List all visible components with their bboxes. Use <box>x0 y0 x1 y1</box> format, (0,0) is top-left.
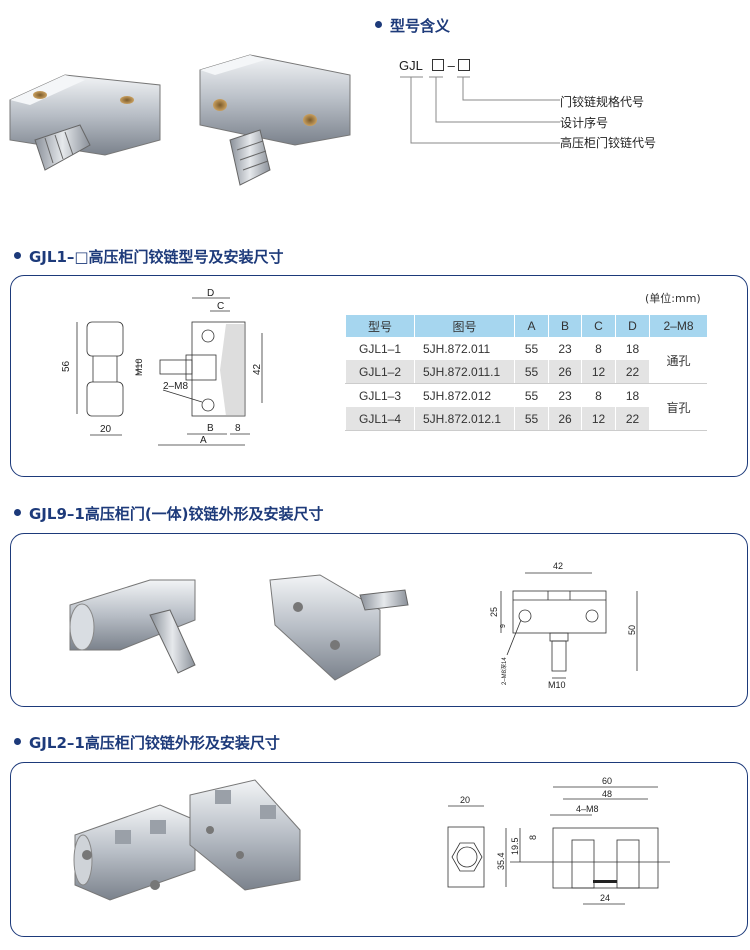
dim-8: 8 <box>235 423 241 434</box>
cell: 12 <box>581 360 616 384</box>
dim-9: 9 <box>500 624 507 628</box>
gjl1-drawing: 56 20 D C M10 2–M8 42 B 8 A <box>61 288 263 446</box>
col-model: 型号 <box>345 315 415 337</box>
section2-box <box>10 533 748 707</box>
cell: 55 <box>514 383 549 407</box>
cell: GJL1–3 <box>345 383 415 407</box>
section1-title: GJL1–□高压柜门铰链型号及安装尺寸 <box>14 246 284 267</box>
cell: 12 <box>581 407 616 431</box>
bullet-icon <box>14 509 21 516</box>
title-text: GJL2–1高压柜门铰链外形及安装尺寸 <box>29 734 280 752</box>
hinge-photo-top <box>9 54 351 186</box>
dim-d: D <box>207 288 214 299</box>
dim-50: 50 <box>627 625 637 635</box>
dim-24: 24 <box>600 893 610 903</box>
cell: 5JH.872.012 <box>414 383 515 407</box>
model-code-leader-lines <box>400 76 560 144</box>
cell: 55 <box>514 360 549 384</box>
cell: GJL1–1 <box>345 337 415 360</box>
label-design-seq: 设计序号 <box>560 116 609 130</box>
dim-m10: M10 <box>548 680 566 690</box>
dim-42: 42 <box>252 363 263 375</box>
cell: 8 <box>581 383 616 407</box>
code-prefix: GJL <box>399 58 423 73</box>
gjl9-photos <box>69 574 409 681</box>
section3-box <box>10 762 748 937</box>
bullet-icon <box>14 252 21 259</box>
cell: 5JH.872.011 <box>414 337 515 360</box>
hole-type-through: 通孔 <box>649 337 707 384</box>
section3-title: GJL2–1高压柜门铰链外形及安装尺寸 <box>14 732 280 753</box>
dim-c: C <box>217 301 224 312</box>
gjl2-photo-left <box>73 804 196 901</box>
dim-20: 20 <box>100 424 112 435</box>
gjl9-drawing: 42 25 9 2–M8深14 50 M10 <box>489 561 638 690</box>
unit-label: (单位:mm) <box>645 292 701 305</box>
label-hinge-code: 高压柜门铰链代号 <box>560 136 657 150</box>
gjl9-photo-right <box>269 574 409 681</box>
cell: 23 <box>548 383 582 407</box>
section1-box <box>10 275 748 477</box>
dim-56: 56 <box>61 360 72 372</box>
cell: GJL1–2 <box>345 360 415 384</box>
cell: GJL1–4 <box>345 407 415 431</box>
cell: 5JH.872.012.1 <box>414 407 515 431</box>
cell: 26 <box>548 407 582 431</box>
cell: 5JH.872.011.1 <box>414 360 515 384</box>
dim-2m8: 2–M8 <box>163 381 188 392</box>
hole-type-blind: 盲孔 <box>649 383 707 431</box>
dim-19-5: 19.5 <box>510 837 520 855</box>
cell: 55 <box>514 407 549 431</box>
col-2m8: 2–M8 <box>649 315 707 337</box>
cell: 18 <box>615 337 650 360</box>
cell: 8 <box>581 337 616 360</box>
gjl2-photos <box>73 779 301 901</box>
bullet-icon <box>14 738 21 745</box>
col-b: B <box>548 315 582 337</box>
placeholder-box-icon <box>431 59 444 71</box>
model-code: GJL – <box>399 58 471 73</box>
col-d: D <box>615 315 650 337</box>
cell: 26 <box>548 360 582 384</box>
dim-2m8-depth14: 2–M8深14 <box>500 657 508 685</box>
col-drawing-no: 图号 <box>414 315 515 337</box>
dim-20: 20 <box>460 795 470 805</box>
cell: 18 <box>615 383 650 407</box>
dim-60: 60 <box>602 776 612 786</box>
gjl2-drawing: 20 60 48 4–M8 8 19.5 35.4 24 <box>447 776 670 905</box>
cell: 22 <box>615 407 650 431</box>
title-text: GJL1–□高压柜门铰链型号及安装尺寸 <box>29 248 284 266</box>
title-text: GJL9–1高压柜门(一体)铰链外形及安装尺寸 <box>29 505 324 523</box>
dim-a: A <box>200 435 207 446</box>
dim-b: B <box>207 423 214 434</box>
dim-8: 8 <box>528 835 538 840</box>
placeholder-box-icon <box>458 59 471 71</box>
dim-m10: M10 <box>134 358 144 376</box>
dim-35-4: 35.4 <box>496 852 506 870</box>
hinge-left-photo <box>9 74 161 171</box>
hinge-right-photo <box>199 54 351 186</box>
dim-48: 48 <box>602 789 612 799</box>
cell: 55 <box>514 337 549 360</box>
dim-25: 25 <box>489 607 499 617</box>
model-meaning-title: 型号含义 <box>375 15 450 36</box>
cell: 22 <box>615 360 650 384</box>
section2-title: GJL9–1高压柜门(一体)铰链外形及安装尺寸 <box>14 503 324 524</box>
code-dash: – <box>447 58 455 73</box>
col-a: A <box>514 315 549 337</box>
gjl9-photo-left <box>69 579 196 674</box>
gjl2-photo-right <box>189 779 301 891</box>
dim-4m8: 4–M8 <box>576 804 599 814</box>
bullet-icon <box>375 21 382 28</box>
label-spec-code: 门铰链规格代号 <box>560 95 645 109</box>
title-text: 型号含义 <box>390 17 451 35</box>
cell: 23 <box>548 337 582 360</box>
col-c: C <box>581 315 616 337</box>
dim-42: 42 <box>553 561 563 571</box>
